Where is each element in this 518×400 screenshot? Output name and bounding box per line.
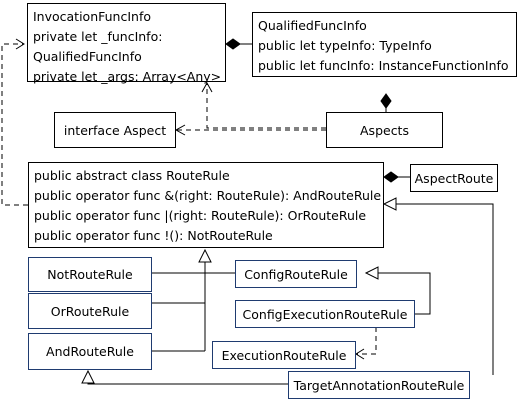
diamond-routerule-side [383,171,399,183]
generalization-target-and [87,371,288,385]
qualified-func-info-lines: QualifiedFuncInfo public let typeInfo: T… [253,13,509,76]
diamond-aspects-side [380,93,392,109]
qualified-func-info-field-2: public let funcInfo: InstanceFunctionInf… [258,58,509,73]
qualified-func-info-title: QualifiedFuncInfo [258,18,367,33]
generalization-target-routerule [384,203,494,375]
route-rule-op-not: public operator func !(): NotRouteRule [34,228,273,243]
class-and-route-rule: AndRouteRule [28,333,152,370]
class-or-route-rule: OrRouteRule [28,293,152,329]
arrow-to-aspect [174,124,186,136]
invocation-func-info-field-1-type: QualifiedFuncInfo [33,49,142,64]
invocation-func-info-lines: InvocationFuncInfo private let _funcInfo… [28,4,221,87]
triangle-to-routerule-right [382,197,397,211]
invocation-func-info-field-2: private let _args: Array<Any> [33,69,222,84]
class-not-route-rule: NotRouteRule [28,257,152,292]
route-rule-title: public abstract class RouteRule [34,168,230,183]
triangle-to-config [364,266,379,280]
arrow-to-execution [355,348,365,360]
triangle-to-and [81,369,95,384]
dependency-configexec-execution [356,327,377,355]
class-config-route-rule: ConfigRouteRule [235,260,357,288]
route-rule-op-and: public operator func &(right: RouteRule)… [34,188,382,203]
dependency-routerule-invocation [1,43,28,206]
class-target-annotation-route-rule: TargetAnnotationRouteRule [288,371,470,399]
generalization-configexec-config [366,272,431,315]
diamond-qualified-side [225,38,241,50]
invocation-func-info-title: InvocationFuncInfo [33,9,152,24]
invocation-func-info-field-1: private let _funcInfo: [33,29,163,44]
class-execution-route-rule: ExecutionRouteRule [212,341,356,369]
arrow-to-invocation [201,81,213,93]
qualified-func-info-field-1: public let typeInfo: TypeInfo [258,38,432,53]
class-aspects: Aspects [326,112,443,148]
class-qualified-func-info: QualifiedFuncInfo public let typeInfo: T… [252,12,517,77]
interface-aspect: interface Aspect [54,112,176,148]
class-aspect-route: AspectRoute [410,164,498,192]
dependency-aspects-invocation [206,83,326,129]
triangle-to-routerule-bottom [198,248,212,263]
class-route-rule: public abstract class RouteRule public o… [28,162,384,248]
route-rule-op-or: public operator func |(right: RouteRule)… [34,208,367,223]
arrow-to-invocation-left [15,38,25,50]
class-config-execution-route-rule: ConfigExecutionRouteRule [235,300,415,328]
route-rule-lines: public abstract class RouteRule public o… [29,163,381,246]
class-invocation-func-info: InvocationFuncInfo private let _funcInfo… [27,3,226,84]
